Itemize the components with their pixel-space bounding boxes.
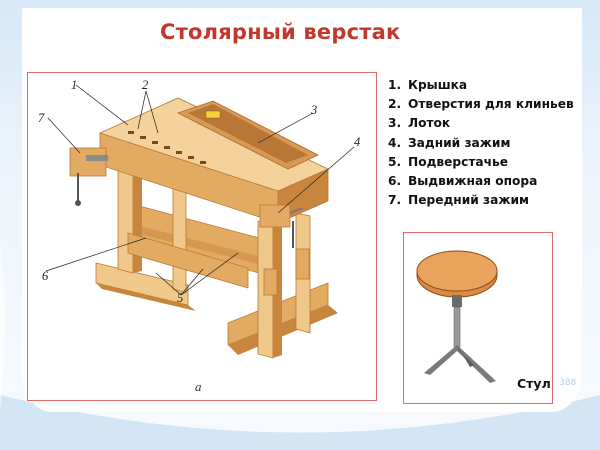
legend-item: 5.Подверстачье xyxy=(388,154,508,169)
legend-item: 1.Крышка xyxy=(388,78,468,92)
parts-legend: 1.Крышка 2.Отверстия для клиньев 3.Лоток… xyxy=(388,76,574,210)
callout-7: 7 xyxy=(38,111,45,125)
workbench-drawing xyxy=(45,84,355,359)
stool-drawing xyxy=(416,250,498,383)
callout-5: 5 xyxy=(177,291,184,305)
stool-caption: Стул xyxy=(517,376,551,391)
legend-item: 6.Выдвижная опора xyxy=(388,174,538,189)
callout-1: 1 xyxy=(71,78,78,92)
figure-label: а xyxy=(195,379,202,394)
callout-6: 6 xyxy=(42,269,49,283)
page-number: 388 xyxy=(559,378,577,388)
workbench-illustration: 1 2 3 4 5 6 7 а xyxy=(27,72,377,401)
callout-3: 3 xyxy=(311,103,318,117)
legend-item: 2.Отверстия для клиньев xyxy=(388,97,574,112)
callout-4: 4 xyxy=(354,135,361,149)
stool-illustration xyxy=(403,232,553,404)
page-title: Столярный верстак xyxy=(160,20,401,44)
legend-item: 4.Задний зажим xyxy=(388,135,511,150)
legend-item: 7.Передний зажим xyxy=(388,193,529,208)
legend-item: 3.Лоток xyxy=(388,116,451,131)
callout-2: 2 xyxy=(142,78,149,92)
